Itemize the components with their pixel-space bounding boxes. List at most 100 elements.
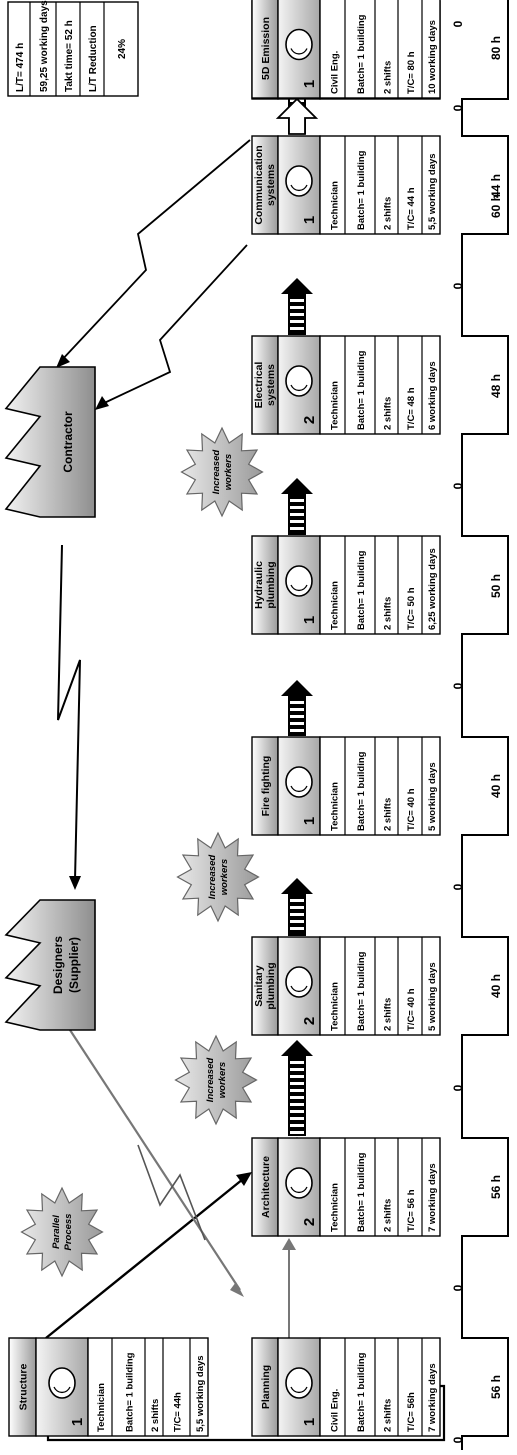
push-arrow-stripe [290,899,304,902]
push-arrow-head [281,878,313,894]
attribute-operator-type: Technician [330,581,341,630]
attribute-operator-type: Technician [330,181,341,230]
attribute-batch: Batch= 1 building [125,1352,136,1432]
timeline-wait-label: 0 [451,682,465,689]
attribute-shifts: 2 shifts [383,197,394,230]
process-title: 5D Emission [260,17,272,80]
attribute-batch: Batch= 1 building [356,951,367,1031]
contractor-to-designers-arrow [57,544,81,890]
attribute-duration: 7 working days [427,1363,438,1432]
attribute-operator-type: Civil Eng. [330,51,341,94]
flow-arrow-head [236,1172,252,1186]
push-arrow [281,680,313,736]
attribute-batch: Batch= 1 building [356,350,367,430]
starburst-label-line1: Increased [205,1058,216,1103]
starburst-label-line1: Parallel [51,1215,62,1249]
operator-count: 2 [301,1017,318,1025]
entity-label-line2: (Supplier) [67,937,81,993]
attribute-cycle-time: T/C= 56 h [406,1189,417,1232]
timeline-wait-label: 0 [451,104,465,111]
operator-icon-arc [290,1386,308,1393]
push-arrow-stripe [290,1131,304,1134]
emission-to-contractor-arrow [56,139,251,368]
attribute-table [319,535,441,635]
process-title-line2: plumbing [265,962,277,1009]
contractor-entity: Contractor [4,366,96,518]
starburst-label-line2: workers [223,454,234,490]
flow-arrow-head [56,354,70,368]
timeline-wait-label: 0 [451,20,465,27]
push-arrow-head [281,278,313,294]
operator-icon-arc [290,48,308,55]
flow-line [59,139,251,363]
factory-shape [4,899,96,1031]
operator-icon [285,165,313,197]
timeline-process-label: 40 h [489,774,503,798]
designers-to-planning-arrow [69,1029,244,1297]
attribute-batch: Batch= 1 building [356,1152,367,1232]
flow-line [99,244,248,406]
timeline-line [461,0,509,1450]
push-arrow-stripe [290,722,304,725]
attribute-table [319,135,441,235]
push-arrow-stripe [290,520,304,523]
entity-label-line1: Designers [51,936,65,994]
flow-arrow-head [95,396,109,410]
attribute-shifts: 2 shifts [383,597,394,630]
summary-takt-time: Takt time= 52 h [64,20,75,92]
push-arrow-stripe [290,1124,304,1127]
push-arrow-stripe [290,499,304,502]
flow-line [45,1174,249,1339]
process-title-strip [251,736,279,836]
push-arrow-stripe [290,527,304,530]
operator-icon-arc [53,1386,71,1393]
timeline-wait-label: 0 [451,482,465,489]
timeline-process-label: 40 h [489,974,503,998]
attribute-cycle-time: T/C= 44h [173,1392,184,1432]
push-arrow-stripe [290,1061,304,1064]
timeline-process-label: 56 h [489,1175,503,1199]
attribute-table [87,1337,209,1437]
process-title-strip [251,1137,279,1237]
attribute-table [319,335,441,435]
process-title-strip [251,0,279,99]
push-arrow-stripe [290,1075,304,1078]
process-title-line2: plumbing [265,561,277,608]
operator-icon [285,365,313,397]
attribute-operator-type: Civil Eng. [330,1389,341,1432]
attribute-cycle-time: T/C= 40 h [406,988,417,1031]
timeline-process-label: 50 h [489,574,503,598]
timeline-wait-label: 0 [451,1436,465,1443]
attribute-batch: Batch= 1 building [356,14,367,94]
process-title: Structure [18,1364,30,1411]
push-arrow-stripe [290,1103,304,1106]
starburst-shape [180,426,264,518]
push-arrow-stripe [290,701,304,704]
summary-working-days: 59,25 working days [39,0,50,92]
push-arrow [281,478,313,535]
push-arrow [281,278,313,335]
summary-reduction-value: 24% [117,39,128,59]
attribute-batch: Batch= 1 building [356,150,367,230]
attribute-batch: Batch= 1 building [356,1352,367,1432]
process-title-line1: Communication [253,145,265,224]
process-title-strip [251,535,279,635]
flow-line [57,544,81,881]
timeline-wait-label: 0 [451,1084,465,1091]
process-title-strip [251,1337,279,1437]
timeline-wait-label: 0 [451,282,465,289]
flow-arrow-head [230,1282,244,1297]
operator-icon-arc [290,584,308,591]
attribute-duration: 5,5 working days [427,153,438,230]
starburst-shape [20,1186,104,1278]
